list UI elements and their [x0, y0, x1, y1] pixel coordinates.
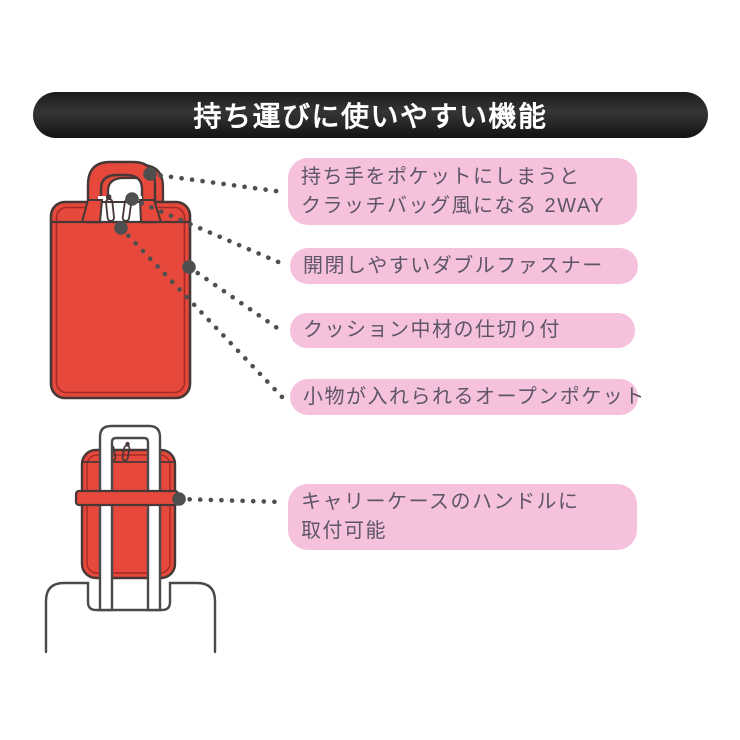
- callout-open-pocket: 小物が入れられるオープンポケット: [290, 379, 646, 415]
- callout-text: 開閉しやすいダブルファスナー: [303, 254, 604, 277]
- callout-text: 小物が入れられるオープンポケット: [303, 385, 646, 408]
- callout-text: キャリーケースのハンドルに: [301, 491, 580, 513]
- zipper-pull-icon: [121, 441, 131, 462]
- suitcase-attachment-illustration: [44, 424, 217, 654]
- zipper-recess: [98, 196, 142, 222]
- bag-body: [49, 200, 192, 400]
- callout-text: クラッチバッグ風になる 2WAY: [301, 194, 606, 217]
- callout-text: クッション中材の仕切り付: [303, 319, 561, 341]
- trolley-handle-icon: [98, 424, 162, 612]
- page-title: 持ち運びに使いやすい機能: [193, 101, 548, 132]
- callout-double-zipper: 開閉しやすいダブルファスナー: [290, 248, 638, 284]
- suitcase-outline: [44, 581, 217, 654]
- callout-text: 持ち手をポケットにしまうと: [301, 165, 581, 188]
- callout-2way-handle: 持ち手をポケットにしまうと クラッチバッグ風になる 2WAY: [288, 158, 637, 225]
- callout-text: 取付可能: [301, 520, 387, 542]
- callout-carry-handle-attach: キャリーケースのハンドルに 取付可能: [288, 484, 637, 550]
- page-title-banner: 持ち運びに使いやすい機能: [33, 92, 708, 138]
- zipper-pull-icon: [105, 194, 115, 222]
- attachment-band: [74, 489, 180, 507]
- tote-bag-illustration: [49, 160, 192, 400]
- callout-cushion-divider: クッション中材の仕切り付: [290, 313, 635, 348]
